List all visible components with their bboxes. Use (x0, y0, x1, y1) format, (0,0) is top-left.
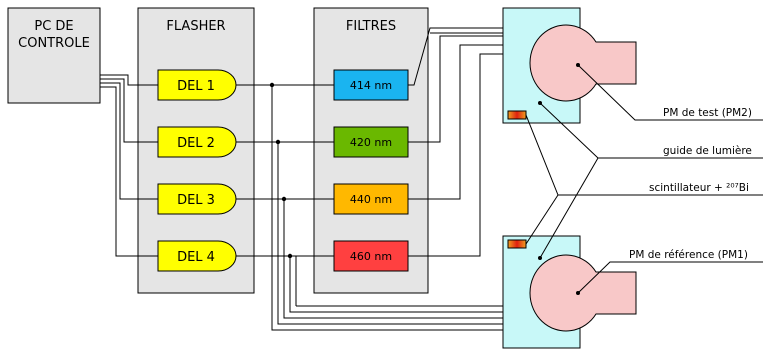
pm-test-label: PM de test (PM2) (663, 107, 752, 119)
flasher-title: FLASHER (166, 19, 225, 34)
filter-460nm: 460 nm (333, 240, 409, 272)
pm-test-tube (529, 24, 637, 102)
pc-controle-block: PC DE CONTROLE (7, 7, 101, 104)
filter-440nm: 440 nm (333, 183, 409, 215)
filter-460nm-label: 460 nm (350, 250, 392, 263)
led-1-label: DEL 1 (177, 79, 215, 94)
pc-to-led-wires (100, 74, 158, 257)
light-guide-label: guide de lumière (663, 145, 752, 157)
pm-reference-label: PM de référence (PM1) (629, 249, 748, 261)
filter-414nm-label: 414 nm (350, 79, 392, 92)
filter-to-guide-wires (408, 27, 503, 257)
reference-fibre-wires (269, 82, 503, 331)
led-2-label: DEL 2 (177, 136, 215, 151)
filter-420nm: 420 nm (333, 126, 409, 158)
pm-reference-tube (529, 254, 637, 332)
pm-reference-assembly (502, 235, 637, 349)
filter-414nm: 414 nm (333, 69, 409, 101)
callout-lines (525, 64, 763, 294)
led-4-label: DEL 4 (177, 250, 215, 265)
led-1: DEL 1 (157, 69, 237, 101)
scintillator-label: scintillateur + ²⁰⁷Bi (649, 182, 749, 194)
scintillator-top (507, 110, 527, 120)
scintillator-bottom (507, 239, 527, 249)
led-3-label: DEL 3 (177, 193, 215, 208)
pc-title-line1: PC DE (34, 19, 73, 34)
led-2: DEL 2 (157, 126, 237, 158)
led-4: DEL 4 (157, 240, 237, 272)
filter-420nm-label: 420 nm (350, 136, 392, 149)
pm-test-assembly (502, 7, 637, 124)
filtres-title: FILTRES (346, 19, 396, 34)
led-3: DEL 3 (157, 183, 237, 215)
filter-440nm-label: 440 nm (350, 193, 392, 206)
pc-title-line2: CONTROLE (18, 36, 90, 51)
